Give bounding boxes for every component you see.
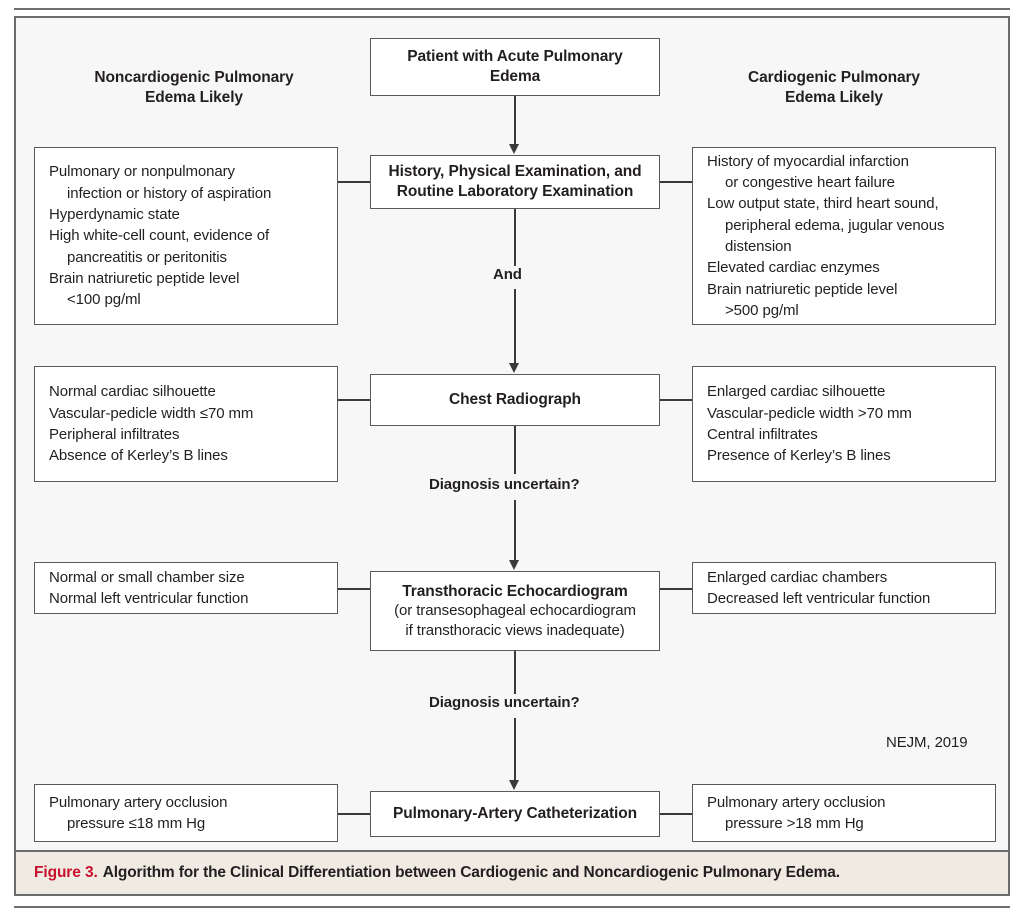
finding-line: Brain natriuretic peptide level — [707, 280, 898, 298]
column-heading-noncardiogenic-line2: Edema Likely — [145, 89, 243, 107]
connector-echo-to-catheterization-lower — [514, 718, 516, 780]
node-echo-noncardiogenic-findings[interactable]: Normal or small chamber size Normal left… — [34, 562, 338, 614]
node-catheterization-cardiogenic-findings[interactable]: Pulmonary artery occlusion pressure >18 … — [692, 784, 996, 842]
column-heading-cardiogenic-line1: Cardiogenic Pulmonary — [748, 69, 920, 86]
finding-line: distension — [725, 238, 792, 255]
column-heading-noncardiogenic-line1: Noncardiogenic Pulmonary — [94, 69, 294, 86]
source-attribution: NEJM, 2019 — [886, 734, 968, 751]
figure-frame: Noncardiogenic Pulmonary Edema Likely Ca… — [14, 16, 1010, 896]
finding-line: Peripheral infiltrates — [49, 426, 180, 443]
node-catheterization-noncardiogenic-findings[interactable]: Pulmonary artery occlusion pressure ≤18 … — [34, 784, 338, 842]
node-history-title-line1: History, Physical Examination, and — [388, 163, 642, 181]
arrowhead-chest-radiograph-to-echo — [509, 560, 519, 570]
finding-line: Vascular-pedicle width ≤70 mm — [49, 404, 254, 422]
bottom-divider-rule — [14, 906, 1010, 908]
connector-catheterization-to-left — [338, 813, 370, 815]
flowchart-canvas: Noncardiogenic Pulmonary Edema Likely Ca… — [16, 18, 1008, 894]
arrowhead-start-to-history — [509, 144, 519, 154]
node-patient-with-acute-pulmonary-edema[interactable]: Patient with Acute Pulmonary Edema — [370, 38, 660, 96]
finding-line: Normal cardiac silhouette — [49, 383, 216, 401]
finding-line: Pulmonary or nonpulmonary — [49, 163, 235, 181]
column-heading-noncardiogenic: Noncardiogenic Pulmonary Edema Likely — [54, 68, 334, 108]
node-history-cardiogenic-findings[interactable]: History of myocardial infarction or cong… — [692, 147, 996, 325]
node-history-title-line2: Routine Laboratory Examination — [396, 183, 634, 200]
finding-line: History of myocardial infarction — [707, 152, 909, 170]
connector-history-to-chest-radiograph-lower — [514, 289, 516, 363]
connector-chest-radiograph-to-echo-lower — [514, 500, 516, 560]
figure-caption-text: Algorithm for the Clinical Differentiati… — [102, 864, 840, 881]
finding-line: High white-cell count, evidence of — [49, 227, 270, 245]
connector-label-diagnosis-uncertain-2: Diagnosis uncertain? — [422, 694, 587, 711]
node-history-noncardiogenic-findings[interactable]: Pulmonary or nonpulmonary infection or h… — [34, 147, 338, 325]
finding-line: peripheral edema, jugular venous — [725, 216, 945, 234]
finding-line: Pulmonary artery occlusion — [49, 793, 228, 811]
node-echo-title: Transthoracic Echocardiogram — [402, 582, 628, 600]
node-echo-subtitle-line1: (or transesophageal echocardiogram — [394, 602, 636, 620]
connector-echo-to-left — [338, 588, 370, 590]
connector-history-to-left — [338, 181, 370, 183]
finding-line: Hyperdynamic state — [49, 206, 180, 224]
column-heading-cardiogenic: Cardiogenic Pulmonary Edema Likely — [694, 68, 974, 108]
finding-line: Enlarged cardiac silhouette — [707, 383, 886, 401]
connector-chest-radiograph-to-right — [660, 399, 692, 401]
node-chest-radiograph-title: Chest Radiograph — [449, 391, 581, 409]
arrowhead-history-to-chest-radiograph — [509, 363, 519, 373]
connector-echo-to-catheterization-upper — [514, 651, 516, 695]
figure-number-label: Figure 3. — [34, 864, 98, 881]
connector-label-diagnosis-uncertain-1: Diagnosis uncertain? — [422, 476, 587, 493]
finding-line: pancreatitis or peritonitis — [67, 248, 227, 266]
node-chest-radiograph-noncardiogenic-findings[interactable]: Normal cardiac silhouette Vascular-pedic… — [34, 366, 338, 482]
connector-start-to-history — [514, 96, 516, 144]
finding-line: Brain natriuretic peptide level — [49, 269, 240, 287]
finding-line: Elevated cardiac enzymes — [707, 259, 880, 277]
finding-line: Enlarged cardiac chambers — [707, 568, 888, 586]
node-echo-subtitle-line2: if transthoracic views inadequate) — [405, 621, 625, 639]
arrowhead-echo-to-catheterization — [509, 780, 519, 790]
finding-line: <100 pg/ml — [67, 291, 141, 309]
node-catheterization-title: Pulmonary-Artery Catheterization — [393, 805, 637, 823]
finding-line: Absence of Kerley’s B lines — [49, 447, 228, 465]
node-echo-cardiogenic-findings[interactable]: Enlarged cardiac chambers Decreased left… — [692, 562, 996, 614]
node-history-physical-examination[interactable]: History, Physical Examination, and Routi… — [370, 155, 660, 209]
connector-history-to-chest-radiograph-upper — [514, 209, 516, 266]
finding-line: pressure ≤18 mm Hg — [67, 815, 206, 832]
finding-line: Normal or small chamber size — [49, 568, 245, 586]
node-transthoracic-echocardiogram[interactable]: Transthoracic Echocardiogram (or transes… — [370, 571, 660, 651]
finding-line: pressure >18 mm Hg — [725, 815, 864, 832]
finding-line: or congestive heart failure — [725, 174, 895, 192]
node-chest-radiograph[interactable]: Chest Radiograph — [370, 374, 660, 426]
figure-caption-band: Figure 3. Algorithm for the Clinical Dif… — [16, 850, 1008, 894]
node-start-title-line1: Patient with Acute Pulmonary — [407, 48, 623, 66]
finding-line: infection or history of aspiration — [67, 184, 272, 202]
connector-chest-radiograph-to-left — [338, 399, 370, 401]
finding-line: Presence of Kerley’s B lines — [707, 447, 891, 465]
finding-line: Vascular-pedicle width >70 mm — [707, 404, 912, 422]
finding-line: >500 pg/ml — [725, 301, 799, 319]
node-pulmonary-artery-catheterization[interactable]: Pulmonary-Artery Catheterization — [370, 791, 660, 837]
node-start-title-line2: Edema — [489, 68, 541, 85]
finding-line: Pulmonary artery occlusion — [707, 793, 886, 811]
finding-line: Normal left ventricular function — [49, 590, 249, 607]
connector-catheterization-to-right — [660, 813, 692, 815]
connector-label-and: And — [486, 266, 529, 283]
finding-line: Central infiltrates — [707, 426, 818, 443]
finding-line: Low output state, third heart sound, — [707, 195, 939, 213]
node-chest-radiograph-cardiogenic-findings[interactable]: Enlarged cardiac silhouette Vascular-ped… — [692, 366, 996, 482]
connector-history-to-right — [660, 181, 692, 183]
column-heading-cardiogenic-line2: Edema Likely — [785, 89, 883, 107]
finding-line: Decreased left ventricular function — [707, 590, 931, 607]
top-divider-rule — [14, 8, 1010, 10]
connector-chest-radiograph-to-echo-upper — [514, 426, 516, 474]
connector-echo-to-right — [660, 588, 692, 590]
